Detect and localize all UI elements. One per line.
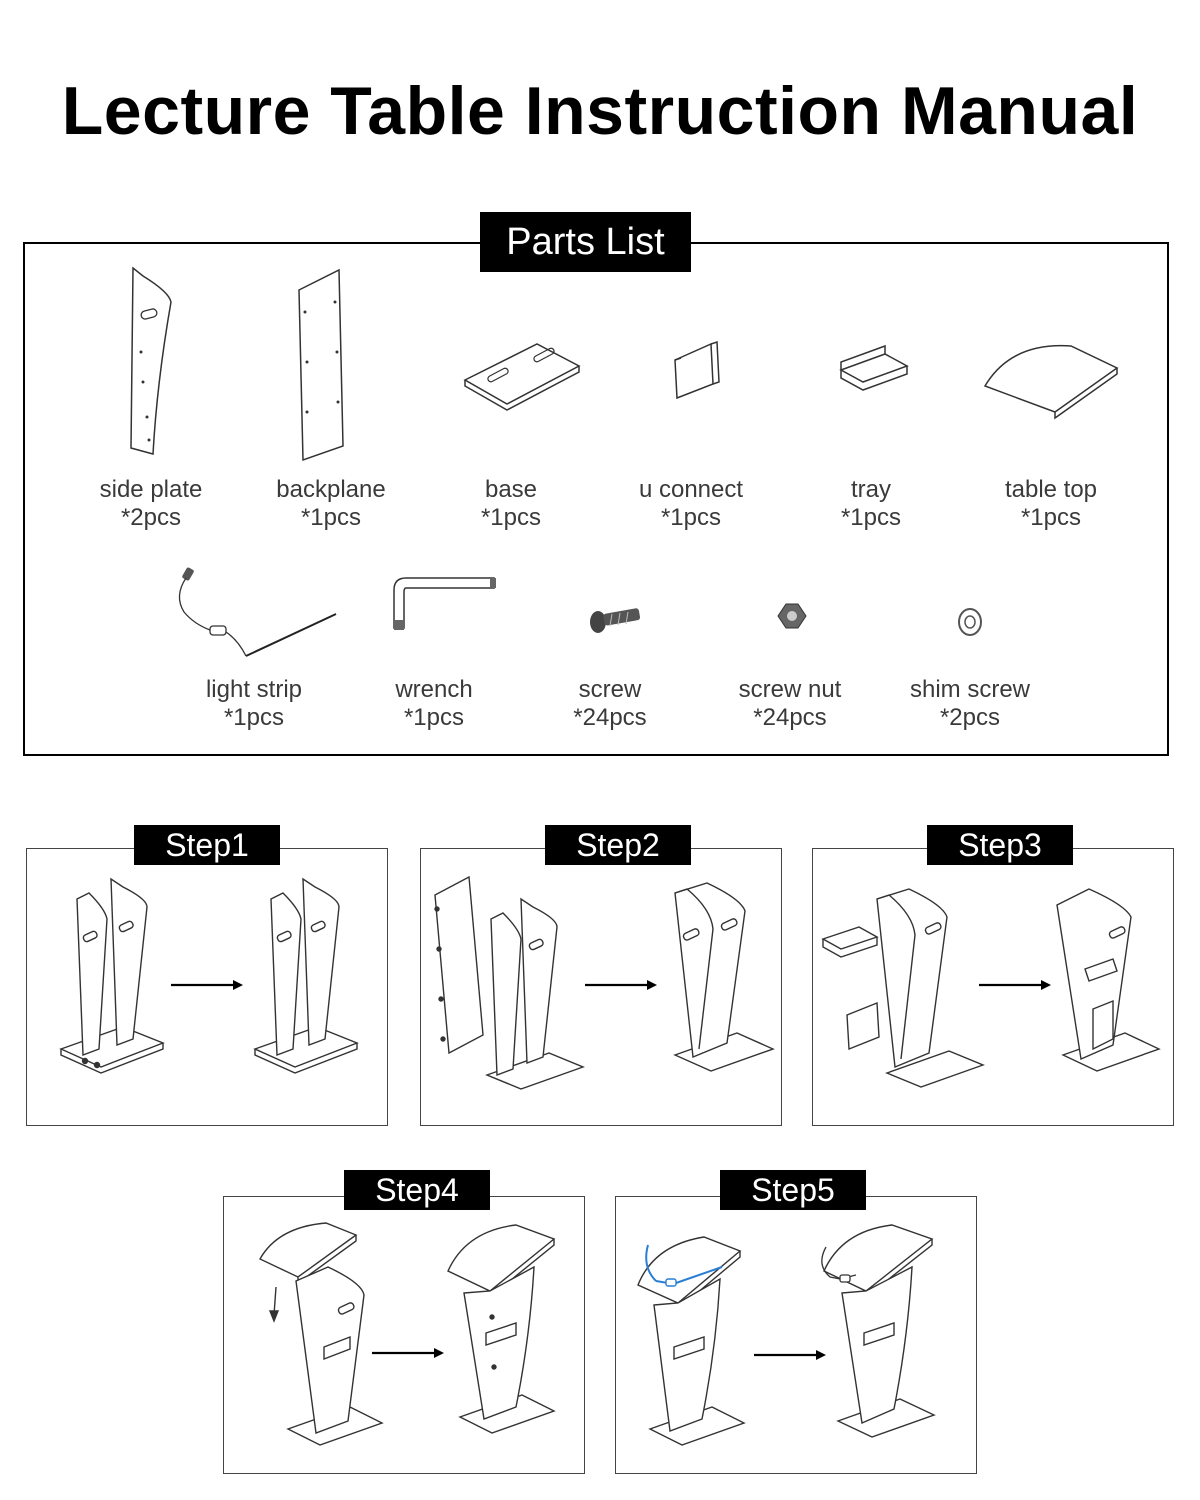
step-3-after xyxy=(1056,888,1161,1072)
part-qty: *1pcs xyxy=(223,704,285,731)
step-5-panel xyxy=(615,1196,977,1474)
part-qty: *1pcs xyxy=(1020,504,1082,531)
part-qty: *2pcs xyxy=(939,704,1001,731)
step-5-before xyxy=(637,1236,746,1446)
step-5-illustration xyxy=(637,1224,936,1446)
step-3-panel xyxy=(812,848,1174,1126)
part-name: screw nut xyxy=(738,676,842,703)
tray-icon xyxy=(839,344,909,391)
part-name: side plate xyxy=(99,476,203,503)
wrench-icon xyxy=(393,577,496,630)
screw-nut-icon xyxy=(777,603,807,629)
part-side-plate: side plate *2pcs xyxy=(61,262,241,531)
screw-icon xyxy=(590,608,641,633)
part-name: base xyxy=(484,476,538,503)
part-name: light strip xyxy=(205,676,303,703)
part-name: shim screw xyxy=(909,676,1030,703)
part-name: backplane xyxy=(276,476,386,503)
step-4-before xyxy=(259,1222,384,1446)
base-icon xyxy=(463,343,581,411)
step-3-label: Step3 xyxy=(927,825,1073,865)
part-backplane: backplane *1pcs xyxy=(241,262,421,531)
step-2-label: Step2 xyxy=(545,825,691,865)
part-qty: *1pcs xyxy=(840,504,902,531)
step-2-illustration xyxy=(434,875,775,1090)
step-4-after xyxy=(447,1224,556,1434)
side-plate-icon xyxy=(130,266,172,455)
step-3-before xyxy=(821,888,985,1088)
part-qty: *24pcs xyxy=(753,704,827,731)
part-shim-screw: shim screw *2pcs xyxy=(880,556,1060,731)
part-qty: *1pcs xyxy=(660,504,722,531)
u-connect-icon xyxy=(674,340,720,400)
step-2-panel xyxy=(420,848,782,1126)
step-1-illustration xyxy=(59,877,359,1074)
step-1-label: Step1 xyxy=(134,825,280,865)
part-qty: *1pcs xyxy=(480,504,542,531)
step-1-after xyxy=(253,877,359,1074)
part-name: screw xyxy=(578,676,642,703)
part-name: u connect xyxy=(638,476,744,503)
part-screw-nut: screw nut *24pcs xyxy=(700,556,880,731)
step-2-before xyxy=(434,875,585,1090)
light-strip-icon xyxy=(178,567,337,657)
step-1-before xyxy=(59,877,165,1074)
part-qty: *24pcs xyxy=(573,704,647,731)
part-name: table top xyxy=(1004,476,1098,503)
part-wrench: wrench *1pcs xyxy=(344,556,524,731)
part-name: tray xyxy=(850,476,891,503)
part-u-connect: u connect *1pcs xyxy=(601,262,781,531)
step-3-illustration xyxy=(821,888,1161,1088)
step-5-after xyxy=(821,1224,936,1438)
parts-list-heading: Parts List xyxy=(480,212,691,272)
step-4-label: Step4 xyxy=(344,1170,490,1210)
page-title: Lecture Table Instruction Manual xyxy=(61,73,1139,149)
shim-screw-icon xyxy=(958,608,982,636)
step-2-after xyxy=(673,882,775,1072)
step-4-panel xyxy=(223,1196,585,1474)
part-light-strip: light strip *1pcs xyxy=(164,556,344,731)
step-1-panel xyxy=(26,848,388,1126)
part-table-top: table top *1pcs xyxy=(961,262,1141,531)
part-tray: tray *1pcs xyxy=(781,262,961,531)
backplane-icon xyxy=(298,268,344,462)
step-5-label: Step5 xyxy=(720,1170,866,1210)
part-screw: screw *24pcs xyxy=(520,556,700,731)
part-qty: *1pcs xyxy=(300,504,362,531)
part-base: base *1pcs xyxy=(421,262,601,531)
part-qty: *2pcs xyxy=(120,504,182,531)
step-4-illustration xyxy=(259,1222,556,1446)
table-top-icon xyxy=(983,344,1119,420)
part-name: wrench xyxy=(395,676,473,703)
part-qty: *1pcs xyxy=(403,704,465,731)
